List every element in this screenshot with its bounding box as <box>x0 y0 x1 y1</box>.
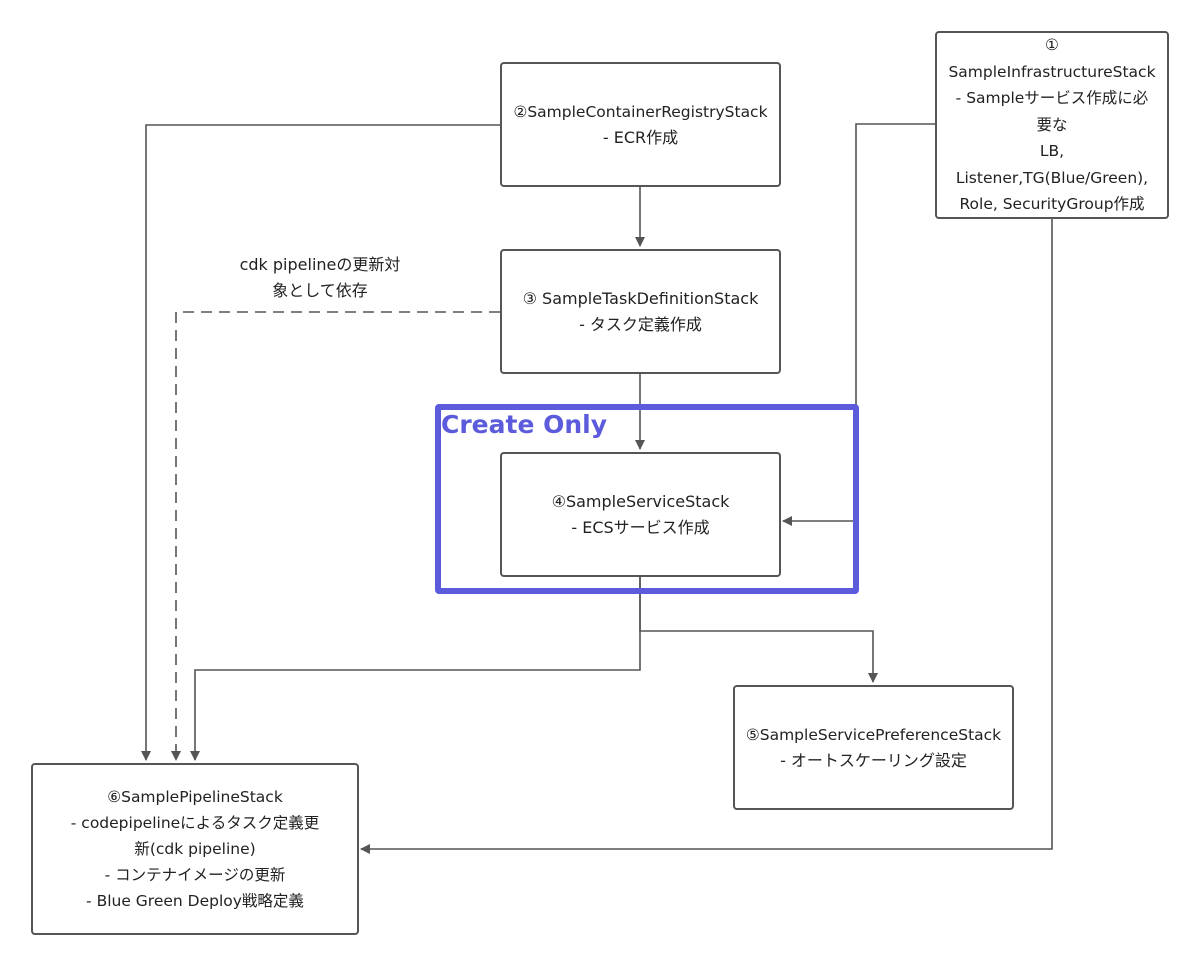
infrastructure-stack-line: ① <box>1045 36 1059 55</box>
pipeline-stack-line: - codepipelineによるタスク定義更 <box>70 814 320 832</box>
edge-infrastructure-to-service <box>782 123 935 526</box>
pipeline-stack-line: - Blue Green Deploy戦略定義 <box>86 892 304 910</box>
service-preference-stack-detail: - オートスケーリング設定 <box>780 750 967 770</box>
dependency-note: cdk pipelineの更新対 象として依存 <box>210 252 430 304</box>
container-registry-stack-title: ②SampleContainerRegistryStack <box>513 102 768 121</box>
service-preference-stack-node: ⑤SampleServicePreferenceStack - オートスケーリン… <box>733 685 1014 810</box>
infrastructure-stack-line: Listener,TG(Blue/Green), <box>955 168 1149 187</box>
task-definition-stack-node: ③ SampleTaskDefinitionStack - タスク定義作成 <box>500 249 781 374</box>
edge-infrastructure-to-pipeline <box>360 219 1053 854</box>
pipeline-stack-line: - コンテナイメージの更新 <box>104 866 286 884</box>
pipeline-stack-line: 新(cdk pipeline) <box>134 840 256 858</box>
service-preference-stack-title: ⑤SampleServicePreferenceStack <box>745 725 1002 744</box>
pipeline-stack-node: ⑥SamplePipelineStack - codepipelineによるタス… <box>31 763 359 935</box>
infrastructure-stack-node: ① SampleInfrastructureStack - Sampleサービス… <box>935 31 1169 219</box>
container-registry-stack-detail: - ECR作成 <box>602 127 679 147</box>
infrastructure-stack-line: Role, SecurityGroup作成 <box>959 195 1145 214</box>
edge-container-registry-to-pipeline <box>141 124 500 761</box>
edge-service-to-pipeline <box>190 577 641 761</box>
pipeline-stack-line: ⑥SamplePipelineStack <box>107 788 283 806</box>
infrastructure-stack-line: SampleInfrastructureStack <box>948 62 1156 81</box>
create-only-highlight-frame <box>435 404 859 594</box>
service-stack-title: ④SampleServiceStack <box>551 491 730 511</box>
infrastructure-stack-line: - Sampleサービス作成に必 <box>955 89 1149 108</box>
dependency-note-line: cdk pipelineの更新対 <box>239 255 401 274</box>
dependency-note-line: 象として依存 <box>272 281 368 300</box>
service-stack-detail: - ECSサービス作成 <box>571 517 710 537</box>
task-definition-stack-detail: - タスク定義作成 <box>579 314 702 334</box>
infrastructure-stack-line: 要な <box>1036 115 1068 134</box>
create-only-label: Create Only <box>441 410 608 439</box>
task-definition-stack-title: ③ SampleTaskDefinitionStack <box>522 288 759 308</box>
container-registry-stack-node: ②SampleContainerRegistryStack - ECR作成 <box>500 62 781 187</box>
edge-task-definition-to-pipeline-dashed <box>171 311 500 761</box>
infrastructure-stack-line: LB, <box>1039 142 1065 161</box>
service-stack-node: ④SampleServiceStack - ECSサービス作成 <box>500 452 781 577</box>
